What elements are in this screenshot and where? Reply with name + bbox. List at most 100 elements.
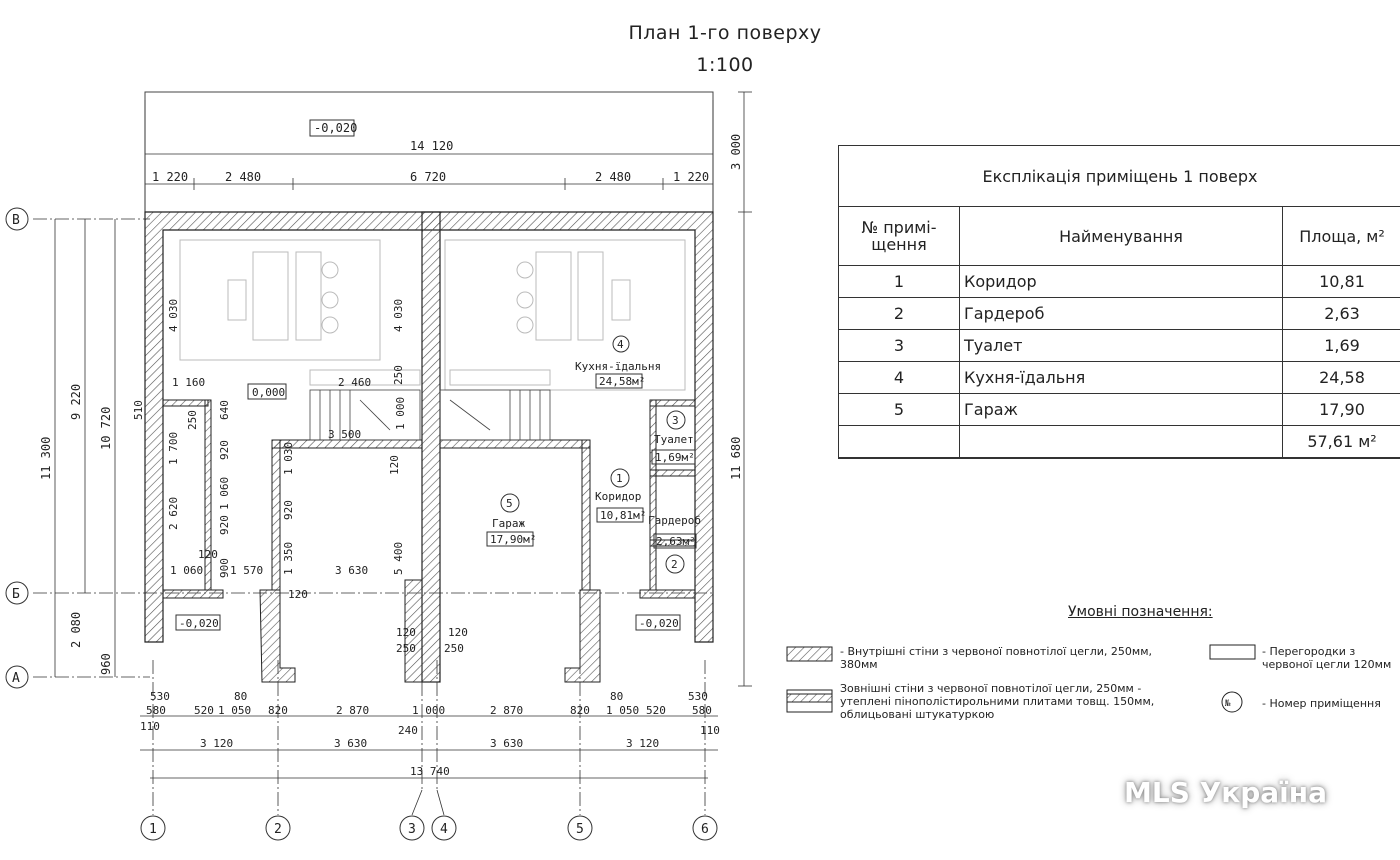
plan-scale: 1:100 xyxy=(696,54,754,76)
svg-text:3 120: 3 120 xyxy=(626,737,659,750)
legend-symbols xyxy=(786,644,1256,713)
dim-left-1: 11 300 xyxy=(39,437,53,480)
svg-text:120: 120 xyxy=(396,626,416,639)
svg-text:5 400: 5 400 xyxy=(392,542,405,575)
axis-b-circle xyxy=(5,581,29,605)
dim-top-5: 1 220 xyxy=(673,170,709,184)
svg-text:3 120: 3 120 xyxy=(200,737,233,750)
svg-text:520: 520 xyxy=(194,704,214,717)
svg-text:80: 80 xyxy=(610,690,623,703)
room-4-area: 24,58м² xyxy=(599,375,645,388)
svg-text:120: 120 xyxy=(448,626,468,639)
room-1-name: Коридор xyxy=(595,490,641,503)
level-right-entry: -0,020 xyxy=(639,617,679,630)
svg-text:520: 520 xyxy=(646,704,666,717)
dim-top-4: 2 480 xyxy=(595,170,631,184)
dim-right: 11 680 xyxy=(729,437,743,480)
room-3-area: 1,69м² xyxy=(655,451,695,464)
axis-b: Б xyxy=(12,587,20,602)
svg-text:3 630: 3 630 xyxy=(334,737,367,750)
svg-text:3: 3 xyxy=(408,822,416,837)
svg-text:120: 120 xyxy=(288,588,308,601)
svg-text:240: 240 xyxy=(398,724,418,737)
dim-top-1: 1 220 xyxy=(152,170,188,184)
svg-text:250: 250 xyxy=(186,410,199,430)
room-5-num: 5 xyxy=(506,497,513,510)
axis-numbers: 1 2 3 4 5 6 xyxy=(149,822,709,837)
svg-text:1 160: 1 160 xyxy=(172,376,205,389)
svg-text:120: 120 xyxy=(388,455,401,475)
table-row: 1 Коридор 10,81 xyxy=(839,265,1400,298)
axis-v: В xyxy=(12,213,20,228)
svg-text:580: 580 xyxy=(146,704,166,717)
col-room-area: Площа, м² xyxy=(1282,207,1400,266)
svg-text:4 030: 4 030 xyxy=(392,299,405,332)
legend-item-room-number: - Номер приміщення xyxy=(1262,697,1381,710)
svg-text:1 060: 1 060 xyxy=(170,564,203,577)
plan-title: План 1-го поверху xyxy=(628,22,822,44)
svg-text:110: 110 xyxy=(700,724,720,737)
svg-text:510: 510 xyxy=(132,400,145,420)
col-room-number: № примі- щення xyxy=(839,207,960,266)
dim-top-right: 3 000 xyxy=(729,134,743,170)
table-row: 4 Кухня-їдальня 24,58 xyxy=(839,361,1400,394)
svg-text:2 620: 2 620 xyxy=(167,497,180,530)
dim-left-2: 9 220 xyxy=(69,384,83,420)
svg-text:120: 120 xyxy=(198,548,218,561)
svg-text:250: 250 xyxy=(392,365,405,385)
svg-text:2 870: 2 870 xyxy=(336,704,369,717)
col-room-name: Найменування xyxy=(959,207,1283,266)
level-box xyxy=(309,119,355,137)
legend-item-inner-walls: - Внутрішні стіни з червоної повнотілої … xyxy=(840,645,1153,671)
svg-text:820: 820 xyxy=(570,704,590,717)
room-1-num: 1 xyxy=(616,472,623,485)
dim-left-3: 10 720 xyxy=(99,407,113,450)
axis-number-circles xyxy=(140,815,718,841)
dim-top-2: 2 480 xyxy=(225,170,261,184)
svg-text:250: 250 xyxy=(444,642,464,655)
svg-text:1 350: 1 350 xyxy=(282,542,295,575)
svg-text:2 460: 2 460 xyxy=(338,376,371,389)
dim-left-5: 960 xyxy=(99,653,113,675)
svg-text:4 030: 4 030 xyxy=(167,299,180,332)
svg-text:3 630: 3 630 xyxy=(335,564,368,577)
legend-title: Умовні позначення: xyxy=(1068,604,1213,620)
top-dimensions xyxy=(144,91,752,215)
table-row: 3 Туалет 1,69 xyxy=(839,329,1400,362)
explication-title: Експлікація приміщень 1 поверх xyxy=(839,146,1400,207)
explication-table: Експлікація приміщень 1 поверх № примі- … xyxy=(838,145,1400,459)
svg-text:80: 80 xyxy=(234,690,247,703)
table-total-row: 57,61 м² xyxy=(839,425,1400,458)
svg-text:4: 4 xyxy=(440,822,448,837)
svg-text:3 630: 3 630 xyxy=(490,737,523,750)
svg-text:5: 5 xyxy=(576,822,584,837)
room-1-area: 10,81м² xyxy=(600,509,646,522)
svg-text:1 700: 1 700 xyxy=(167,432,180,465)
svg-text:1 030: 1 030 xyxy=(282,442,295,475)
legend-item-partitions: - Перегородки з червоної цегли 120мм xyxy=(1262,645,1392,671)
room-2-area: 2,63м² xyxy=(656,535,696,548)
dim-left-4: 2 080 xyxy=(69,612,83,648)
svg-text:640: 640 xyxy=(218,400,231,420)
dim-top-total: 14 120 xyxy=(410,139,453,153)
furniture xyxy=(179,239,686,391)
svg-text:530: 530 xyxy=(688,690,708,703)
svg-text:1 050: 1 050 xyxy=(606,704,639,717)
level-mark: -0,020 xyxy=(314,121,357,135)
svg-text:110: 110 xyxy=(140,720,160,733)
room-2-num: 2 xyxy=(671,558,678,571)
room-4-name: Кухня-їдальня xyxy=(575,360,661,373)
svg-text:820: 820 xyxy=(268,704,288,717)
room-4-num: 4 xyxy=(617,338,624,351)
svg-text:920: 920 xyxy=(218,440,231,460)
svg-text:920: 920 xyxy=(218,515,231,535)
watermark-logo: MLS Україна xyxy=(1124,776,1327,809)
axis-v-circle xyxy=(5,207,29,231)
room-5-name: Гараж xyxy=(492,517,525,530)
inner-dimensions: 4 030 4 030 1 160 2 460 250 510 250 640 … xyxy=(132,299,468,655)
axis-a-circle xyxy=(5,665,29,689)
svg-text:530: 530 xyxy=(150,690,170,703)
svg-text:2: 2 xyxy=(274,822,282,837)
svg-text:920: 920 xyxy=(282,500,295,520)
